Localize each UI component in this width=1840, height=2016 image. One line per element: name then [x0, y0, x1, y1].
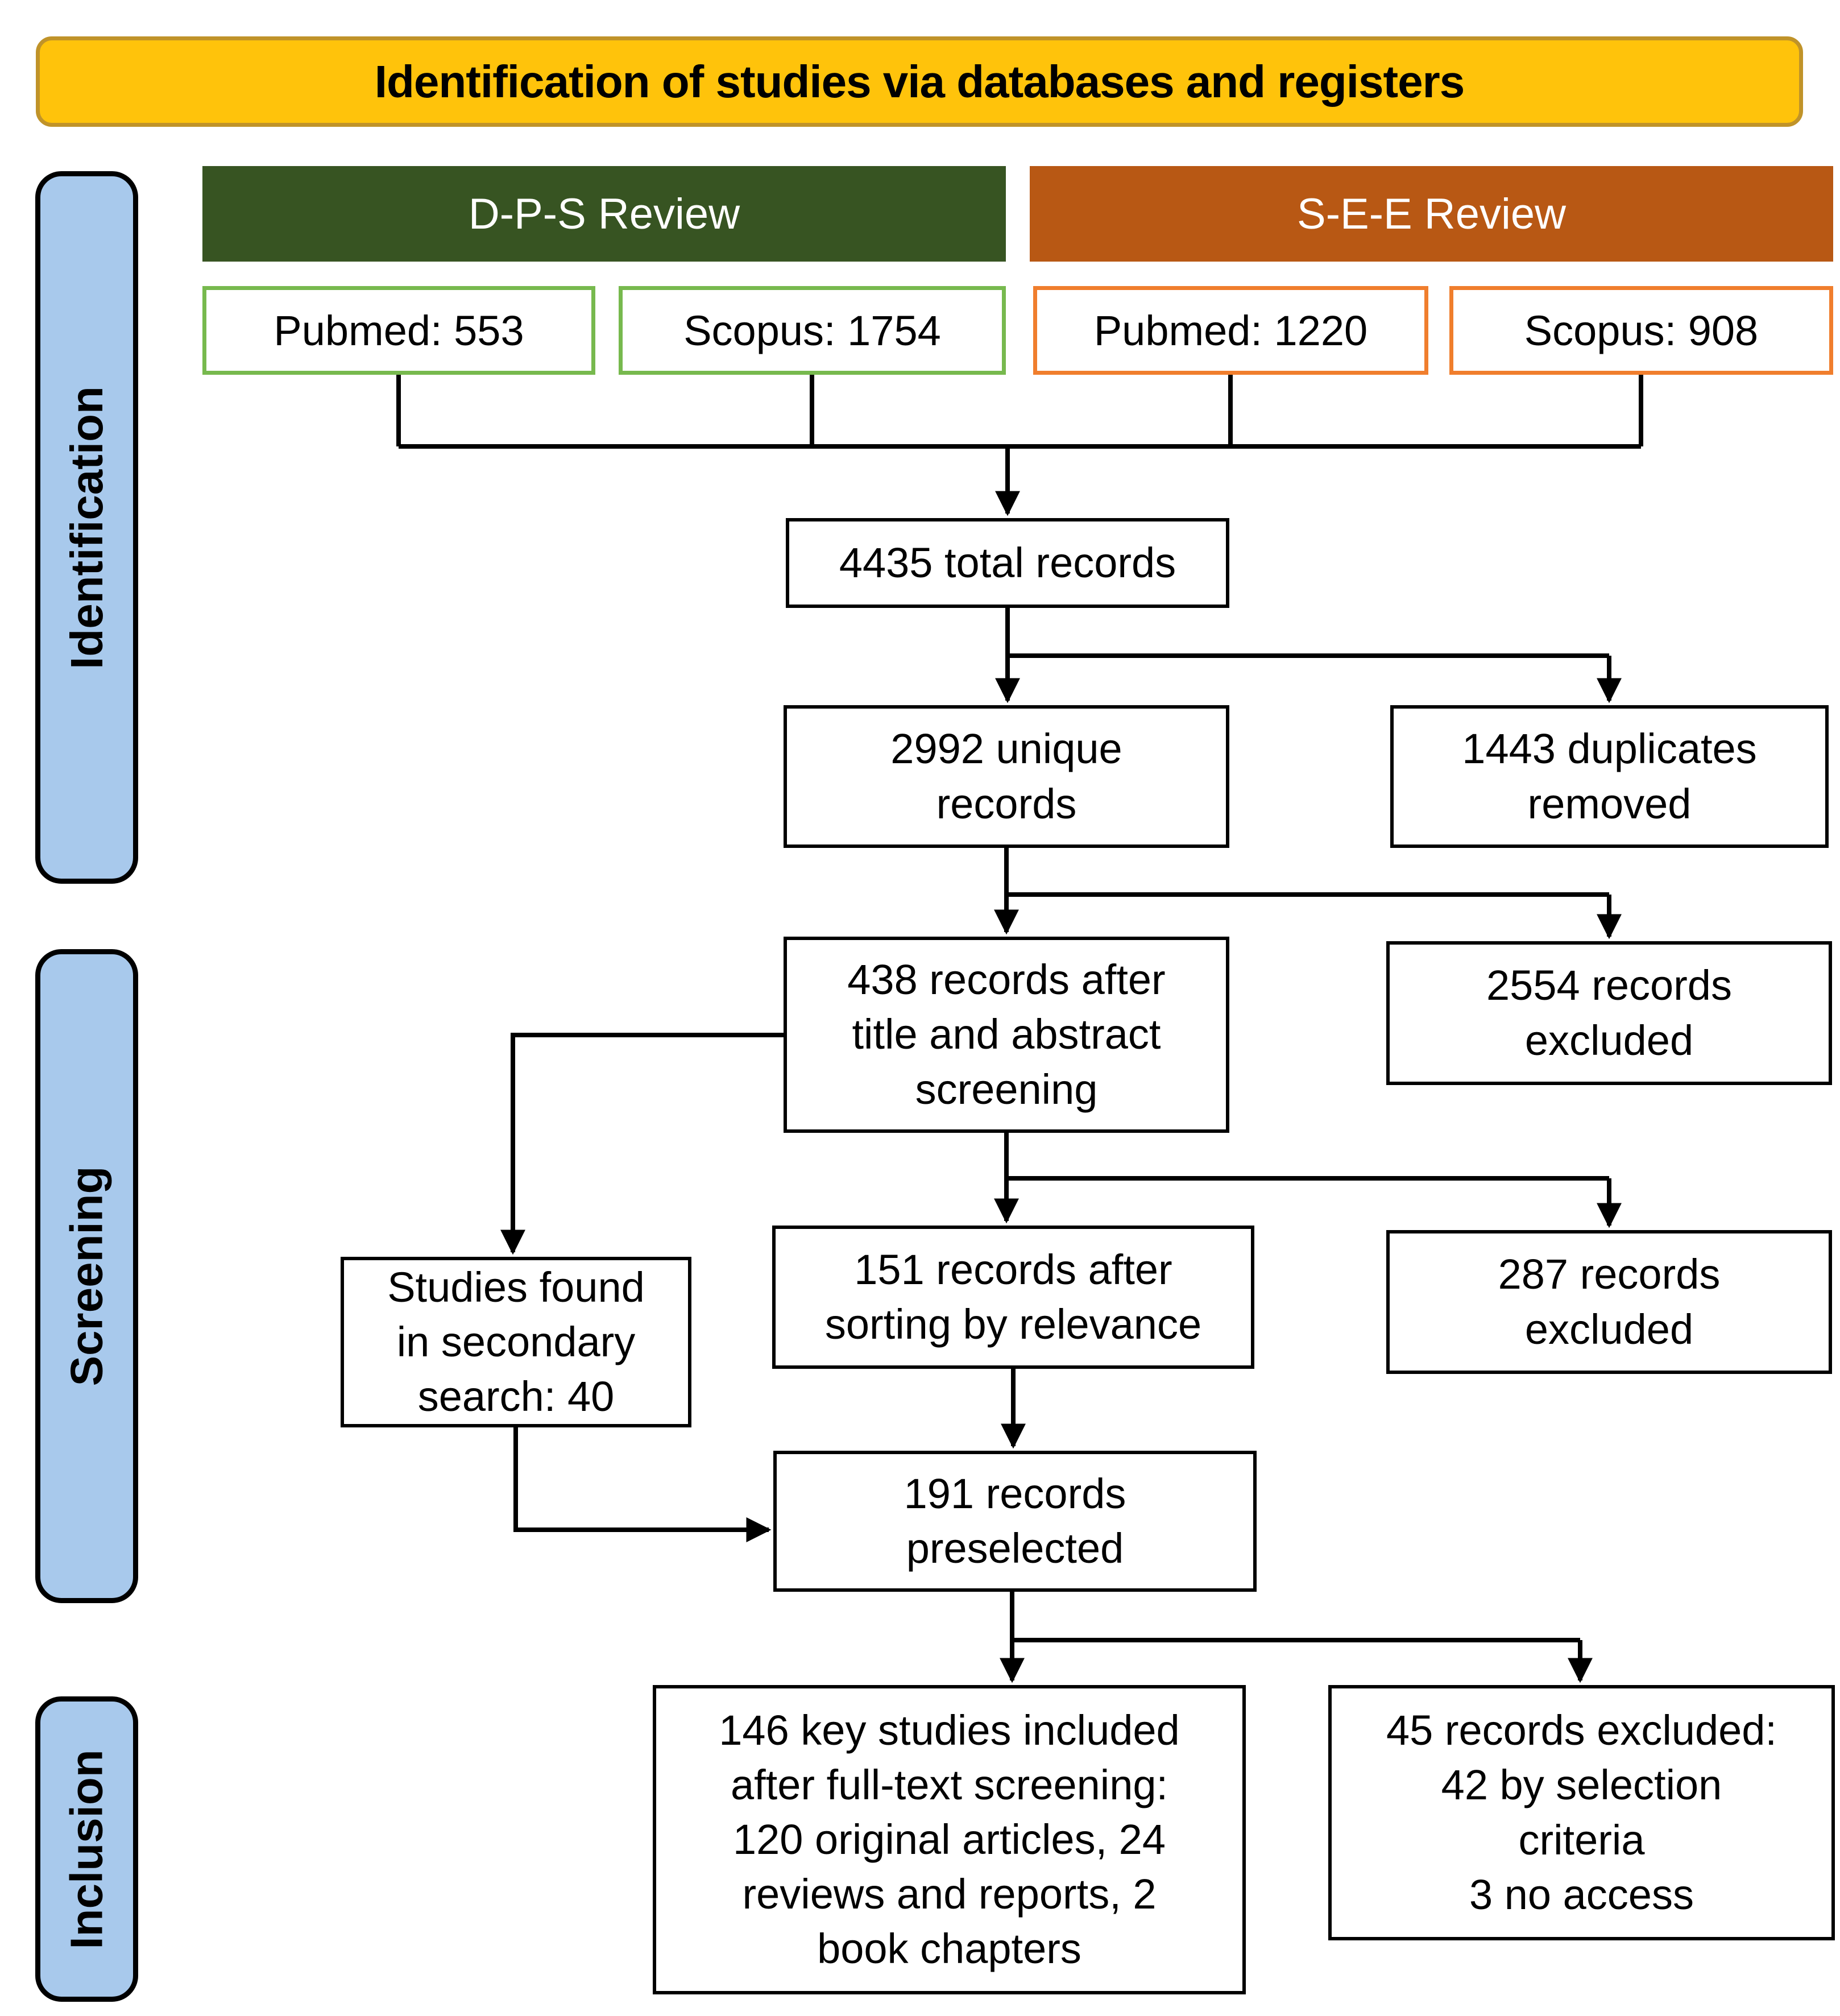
stage-screening: Screening	[35, 949, 138, 1603]
node-records-excluded-45: 45 records excluded: 42 by selection cri…	[1328, 1685, 1835, 1940]
connector-sources-bus	[396, 375, 1643, 449]
stage-inclusion-label: Inclusion	[61, 1749, 112, 1949]
node-sorted-by-relevance: 151 records after sorting by relevance	[772, 1226, 1254, 1369]
node-preselected: 191 records preselected	[773, 1451, 1257, 1592]
node-secondary-search: Studies found in secondary search: 40	[341, 1257, 691, 1427]
stage-screening-label: Screening	[61, 1166, 112, 1386]
node-total-records: 4435 total records	[786, 518, 1229, 608]
stage-identification-label: Identification	[61, 386, 112, 669]
arrow-secondary-to-preselected	[513, 1427, 772, 1542]
connector-unique-split	[1004, 848, 1609, 897]
node-title-abstract-screening: 438 records after title and abstract scr…	[784, 937, 1229, 1133]
node-records-excluded-2554: 2554 records excluded	[1386, 941, 1832, 1085]
connector-438-split	[1004, 1133, 1609, 1181]
stage-inclusion: Inclusion	[35, 1696, 138, 2002]
node-records-excluded-287: 287 records excluded	[1386, 1230, 1832, 1374]
source-scopus-dps: Scopus: 1754	[619, 286, 1006, 375]
node-unique-records: 2992 unique records	[784, 705, 1229, 848]
arrow-to-secondary-search	[500, 1033, 784, 1255]
review-header-see: S-E-E Review	[1030, 166, 1833, 262]
connector-total-split	[1005, 608, 1609, 658]
connector-191-split	[1010, 1592, 1580, 1642]
source-pubmed-dps: Pubmed: 553	[202, 286, 595, 375]
banner-title: Identification of studies via databases …	[36, 36, 1803, 127]
node-included-studies: 146 key studies included after full-text…	[653, 1685, 1246, 1994]
node-duplicates-removed: 1443 duplicates removed	[1390, 705, 1829, 848]
review-header-dps: D-P-S Review	[202, 166, 1006, 262]
stage-identification: Identification	[35, 171, 138, 884]
source-pubmed-see: Pubmed: 1220	[1033, 286, 1428, 375]
source-scopus-see: Scopus: 908	[1449, 286, 1833, 375]
